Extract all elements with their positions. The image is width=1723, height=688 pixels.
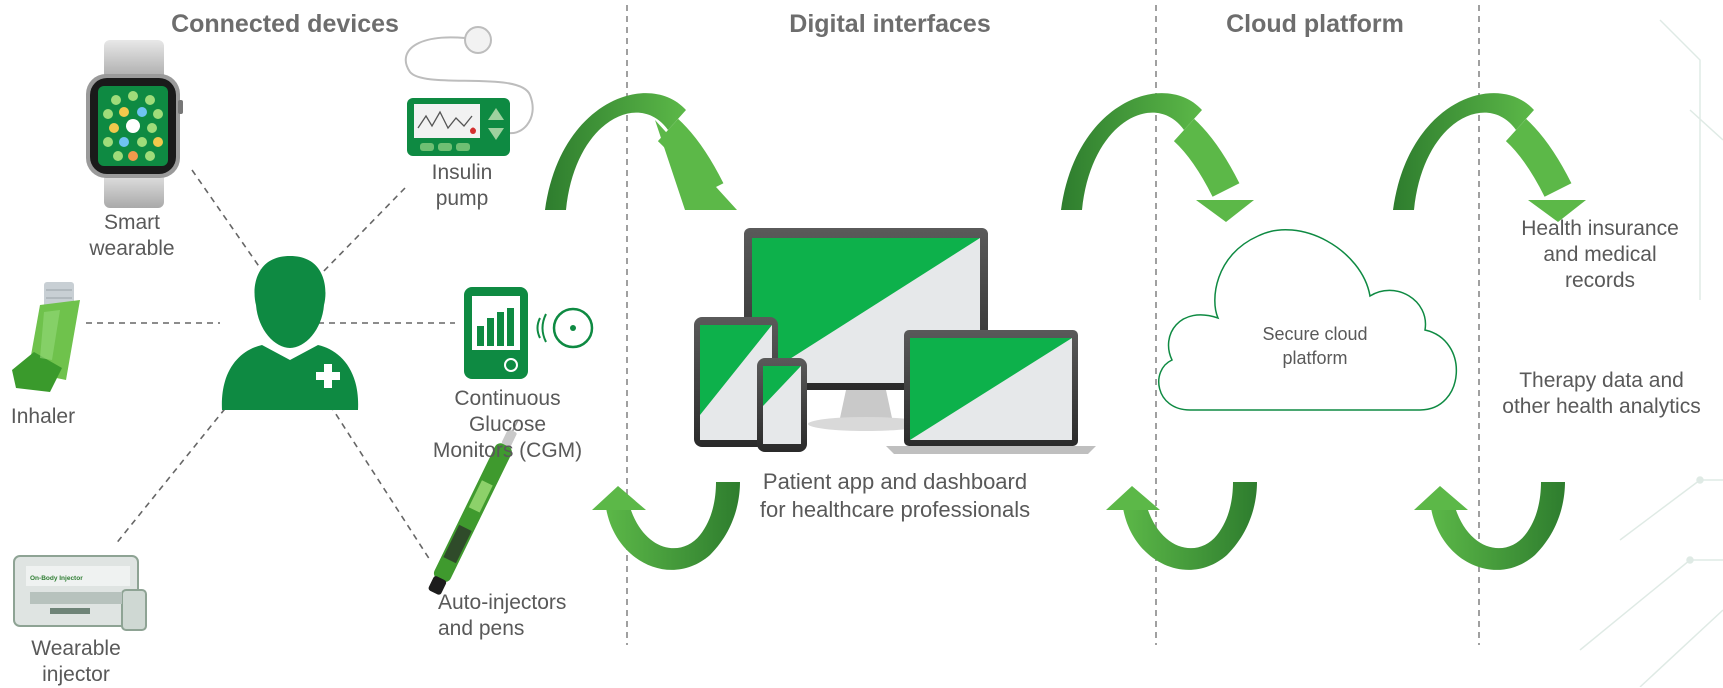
insulin-pump-icon bbox=[404, 26, 534, 156]
arrow-bottom-1 bbox=[592, 482, 740, 570]
injector-brand-text: On-Body Injector bbox=[30, 575, 83, 582]
arrow-top-1 bbox=[545, 93, 737, 210]
header-cloud-platform: Cloud platform bbox=[1226, 10, 1404, 38]
arrow-top-3 bbox=[1393, 93, 1586, 222]
header-digital-interfaces: Digital interfaces bbox=[789, 10, 991, 38]
wearable-injector-icon: On-Body Injector bbox=[13, 555, 147, 631]
decorative-circuit bbox=[1579, 19, 1723, 687]
phone-icon bbox=[757, 358, 807, 452]
inhaler-icon bbox=[12, 282, 80, 392]
arrow-bottom-2 bbox=[1106, 482, 1257, 570]
device-connectors bbox=[86, 169, 455, 561]
auto-injector-pen-icon bbox=[428, 419, 519, 595]
flow-arrows bbox=[545, 93, 1586, 570]
arrow-top-2 bbox=[1061, 93, 1254, 222]
arrow-bottom-3 bbox=[1414, 482, 1565, 570]
smartwatch-icon bbox=[86, 40, 183, 208]
cgm-icon bbox=[464, 287, 594, 379]
header-connected-devices: Connected devices bbox=[171, 10, 399, 38]
label-inhaler: Inhaler bbox=[10, 405, 76, 428]
laptop-icon bbox=[886, 330, 1096, 454]
patient-icon bbox=[221, 256, 359, 410]
cloud-shape bbox=[1158, 229, 1458, 411]
